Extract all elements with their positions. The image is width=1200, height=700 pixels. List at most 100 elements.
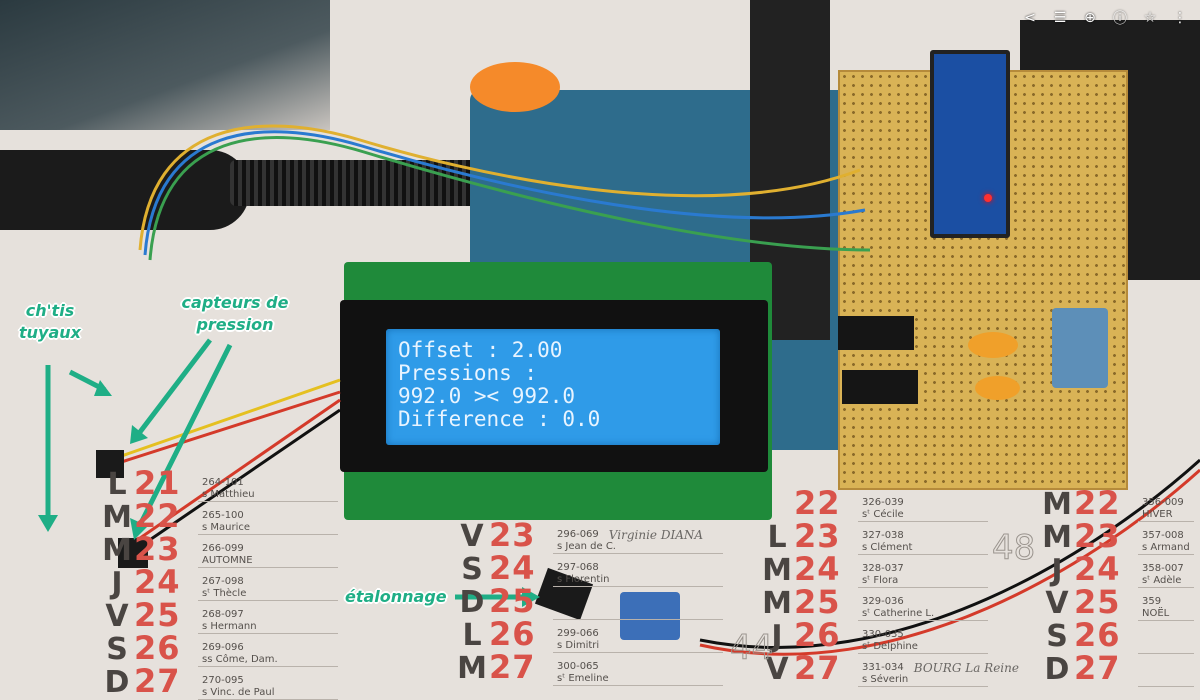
annotation-etalonnage: étalonnage: [345, 587, 447, 606]
calendar-code: 357-008: [1142, 530, 1184, 541]
connector: [838, 316, 914, 350]
calendar-code-line: 265-100: [202, 510, 338, 522]
calendar-day-letter: M: [1042, 487, 1072, 522]
wire: [699, 458, 1200, 649]
calendar-day-number: 24: [489, 549, 536, 587]
calendar-day-letter: D: [104, 665, 130, 700]
vise-handle: [0, 150, 250, 230]
calendar-saint: s Hermann: [202, 621, 257, 632]
calendar-code: 358-007: [1142, 563, 1184, 574]
calendar-day-number: 22: [134, 497, 181, 535]
calendar-day-number: 23: [1074, 517, 1121, 555]
calendar-day-number: 26: [489, 615, 536, 653]
calendar-day-letter: M: [1042, 520, 1072, 555]
calendar-code: 329-036: [862, 596, 904, 607]
annotation-tuyaux: ch'tis tuyaux: [19, 301, 81, 342]
calendar-code: 267-098: [202, 576, 244, 587]
calendar-saint: s Séverin: [862, 674, 909, 685]
calendar-saint: ss Côme, Dam.: [202, 654, 278, 665]
calendar-code-line: 329-036: [862, 596, 988, 608]
calendar-saint: HIVER: [1142, 509, 1173, 520]
calendar-code-line: 358-007: [1142, 563, 1194, 575]
calendar-info: [553, 619, 723, 620]
adjust-icon[interactable]: ☰: [1053, 10, 1067, 26]
handwritten-note: BOURG La Reine: [913, 661, 1019, 675]
lcd-line: 992.0 >< 992.0: [398, 384, 576, 408]
lcd-line: Pressions :: [398, 361, 538, 385]
calendar-code-line: 328-037: [862, 563, 988, 575]
share-icon[interactable]: <: [1024, 10, 1036, 26]
calendar-saint: s Maurice: [202, 522, 251, 533]
calendar-day-letter: J: [1051, 553, 1063, 588]
calendar-day-number: 26: [1074, 616, 1121, 654]
pushbutton-cap: [534, 567, 594, 621]
calendar-saint: sᵗ Thècle: [202, 588, 247, 599]
calendar-code-line: 359: [1142, 596, 1194, 608]
wire: [109, 378, 341, 462]
calendar-day-letter: L: [767, 520, 787, 555]
calendar-saint: s Clément: [862, 542, 913, 553]
calendar-saint: sᵗ Flora: [862, 575, 899, 586]
lcd-display: Offset : 2.00 Pressions : 992.0 >< 992.0…: [386, 329, 720, 445]
calendar-day-letter: S: [1046, 619, 1068, 654]
calendar-day-number: 23: [794, 517, 841, 555]
calendar-saint: sᵗ Catherine L.: [862, 608, 935, 619]
zoom-icon[interactable]: ⊕: [1084, 10, 1096, 26]
calendar-code: 326-039: [862, 497, 904, 508]
more-icon[interactable]: ⋮: [1173, 10, 1187, 26]
lcd-line: Difference : 0.0: [398, 407, 601, 431]
calendar-day-number: 25: [794, 583, 841, 621]
calendar-day-number: 23: [489, 516, 536, 554]
calendar-code-line: 300-065: [557, 661, 723, 673]
calendar-day-number: 24: [1074, 550, 1121, 588]
info-icon[interactable]: ⓘ: [1113, 11, 1127, 27]
calendar-day-letter: M: [102, 533, 132, 568]
calendar-day-letter: V: [1045, 586, 1069, 621]
calendar-day-letter: M: [762, 586, 792, 621]
calendar-saint: sᵗ Delphine: [862, 641, 918, 652]
calendar-code-line: 270-095: [202, 675, 338, 687]
connector: [842, 370, 918, 404]
week-number: 44: [729, 628, 774, 669]
calendar-day-number: 26: [134, 629, 181, 667]
calendar-code: 299-066: [557, 628, 599, 639]
wire: [138, 124, 861, 251]
star-icon[interactable]: ☆: [1143, 10, 1157, 26]
calendar-saint: s Vinc. de Paul: [202, 687, 275, 698]
calendar-code-line: 264-101: [202, 477, 338, 489]
calendar-day-letter: M: [102, 500, 132, 535]
calendar-code-line: 356-009: [1142, 497, 1194, 509]
capacitor: [975, 376, 1020, 400]
calendar-saint: s Florentin: [557, 574, 610, 585]
arrow-icon: [137, 343, 233, 527]
